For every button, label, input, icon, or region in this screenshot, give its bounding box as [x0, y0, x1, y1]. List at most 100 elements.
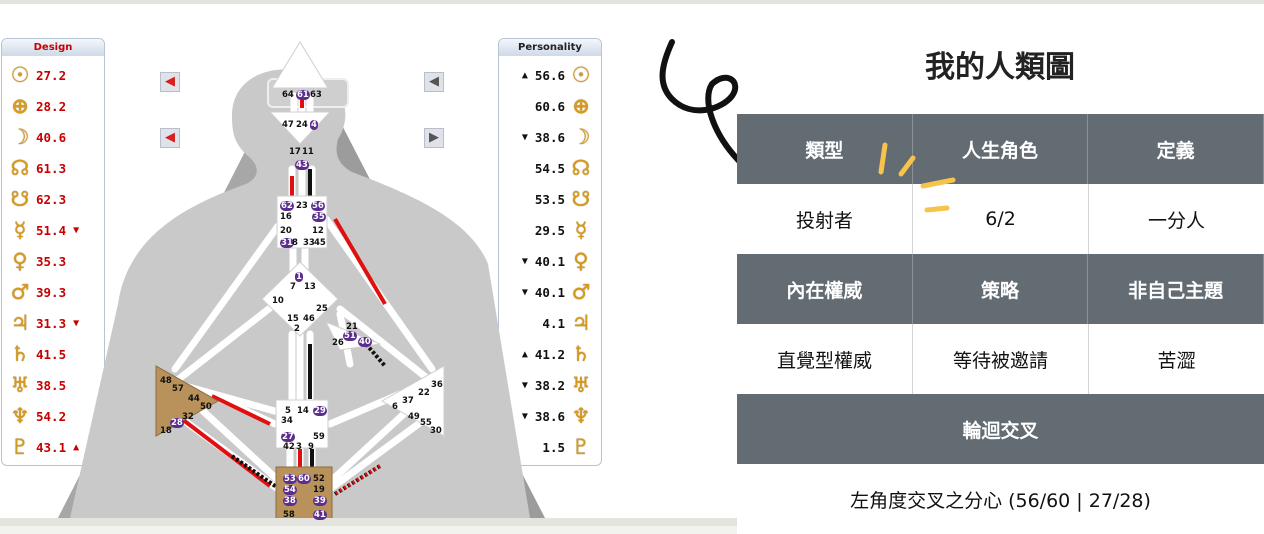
planet-value: 29.5: [534, 222, 565, 238]
design-row: ♃31.3▼: [8, 309, 82, 337]
south-node-icon: ☋: [571, 187, 591, 211]
design-row: ☿51.4▼: [8, 216, 82, 244]
uranus-icon: ♅: [10, 373, 30, 397]
right-arrow-bottom-button[interactable]: ▶: [424, 128, 444, 148]
planet-value: 53.5: [534, 191, 565, 207]
header-authority: 內在權威: [737, 254, 913, 324]
planet-value: 1.5: [542, 439, 565, 455]
header-incarnation-cross: 輪迴交叉: [737, 394, 1264, 464]
mars-icon: ♂: [571, 280, 591, 304]
neptune-icon: ♆: [571, 404, 591, 428]
gate-sacral: 5: [285, 406, 291, 416]
personality-row: ▼38.6♆: [519, 402, 593, 430]
right-arrow-top-button[interactable]: ◀: [424, 72, 444, 92]
moon-icon: ☽: [10, 125, 30, 149]
gate-throat: 20: [280, 226, 292, 236]
gate-throat: 62: [280, 201, 294, 211]
venus-icon: ♀: [573, 249, 589, 273]
planet-value: 40.1: [534, 284, 565, 300]
mercury-icon: ☿: [13, 218, 27, 242]
value-strategy: 等待被邀請: [913, 324, 1089, 394]
personality-row: ▼40.1♀: [519, 247, 593, 275]
planet-value: 51.4: [36, 222, 67, 238]
planet-value: 60.6: [534, 98, 565, 114]
exaltation-mark: ▼: [521, 379, 528, 391]
saturn-icon: ♄: [10, 342, 30, 366]
gate-spleen: 32: [182, 412, 194, 422]
personality-row: 54.5☊: [525, 154, 593, 182]
top-border: [0, 0, 1264, 4]
exaltation-mark: ▼: [521, 286, 528, 298]
planet-value: 41.5: [36, 346, 67, 362]
value-incarnation-cross: 左角度交叉之分心 (56/60 | 27/28): [737, 464, 1264, 534]
left-arrow-top-button[interactable]: ◀: [160, 72, 180, 92]
bottom-border: [0, 518, 1264, 526]
gate-sacral: 14: [297, 406, 309, 416]
personality-row: ▼ 40.1 ♂: [519, 278, 593, 306]
gate-g: 15: [287, 314, 299, 324]
design-row: ♄ 41.5: [8, 340, 76, 368]
gate-throat: 23: [296, 201, 308, 211]
table-value-row-1: 投射者 6/2 一分人: [737, 184, 1264, 254]
north-node-icon: ☊: [10, 156, 30, 180]
left-arrow-bottom-button[interactable]: ◀: [160, 128, 180, 148]
gate-root: 41: [313, 510, 327, 520]
gate-ego: 26: [332, 338, 344, 348]
header-profile: 人生角色: [912, 114, 1089, 184]
planet-value: 39.3: [36, 284, 67, 300]
gate-g: 46: [303, 314, 315, 324]
value-profile: 6/2: [913, 184, 1089, 254]
gate-throat: 16: [280, 212, 292, 222]
gate-spleen: 18: [160, 426, 172, 436]
exaltation-mark: ▼: [521, 131, 528, 143]
personality-row: 60.6⊕: [525, 92, 593, 120]
table-value-row-3: 左角度交叉之分心 (56/60 | 27/28): [737, 464, 1264, 534]
planet-value: 27.2: [36, 67, 67, 83]
table-header-row-1: 類型 人生角色 定義: [737, 114, 1264, 184]
planet-value: 54.2: [36, 408, 67, 424]
exaltation-mark: ▲: [73, 441, 80, 453]
gate-sacral: 29: [313, 406, 327, 416]
design-row: ⊕ 28.2: [8, 92, 76, 120]
design-row: ☋62.3: [8, 185, 76, 213]
header-strategy: 策略: [912, 254, 1089, 324]
planet-value: 40.6: [36, 129, 67, 145]
value-not-self: 苦澀: [1089, 324, 1264, 394]
personality-row: ▼38.2♅: [519, 371, 593, 399]
earth-icon: ⊕: [11, 94, 29, 118]
value-authority: 直覺型權威: [737, 324, 913, 394]
design-row: ♅38.5: [8, 371, 76, 399]
design-panel-title: Design: [2, 39, 104, 56]
venus-icon: ♀: [12, 249, 28, 273]
gate-solar_plexus: 6: [392, 402, 398, 412]
gate-solar_plexus: 55: [420, 418, 432, 428]
design-row: ☉27.2: [8, 61, 76, 89]
design-row: ♇43.1▲: [8, 433, 82, 461]
planet-value: 40.1: [534, 253, 565, 269]
gate-ego: 51: [343, 331, 357, 341]
gate-throat: 35: [312, 212, 326, 222]
personality-panel: Personality ▲56.6☉60.6⊕▼38.6☽54.5☊53.5☋2…: [498, 38, 602, 466]
neptune-icon: ♆: [10, 404, 30, 428]
gate-root: 58: [283, 510, 295, 520]
gate-spleen: 28: [170, 418, 184, 428]
gate-sacral: 42: [283, 442, 295, 452]
gate-g: 1: [295, 272, 303, 282]
gate-g: 13: [304, 282, 316, 292]
value-type: 投射者: [737, 184, 913, 254]
design-row: ☊ 61.3: [8, 154, 76, 182]
page-title: 我的人類圖: [925, 50, 1075, 85]
gate-g: 2: [294, 324, 300, 334]
value-definition: 一分人: [1089, 184, 1264, 254]
exaltation-mark: ▲: [521, 348, 528, 360]
planet-value: 28.2: [36, 98, 67, 114]
planet-value: 61.3: [36, 160, 67, 176]
planet-value: 38.6: [534, 408, 565, 424]
gate-root: 19: [313, 485, 325, 495]
gate-spleen: 44: [188, 394, 200, 404]
exaltation-mark: ▲: [521, 69, 528, 81]
gate-spleen: 48: [160, 376, 172, 386]
gate-ajna_top: 24: [296, 120, 308, 130]
personality-panel-title: Personality: [499, 39, 601, 56]
table-value-row-2: 直覺型權威 等待被邀請 苦澀: [737, 324, 1264, 394]
